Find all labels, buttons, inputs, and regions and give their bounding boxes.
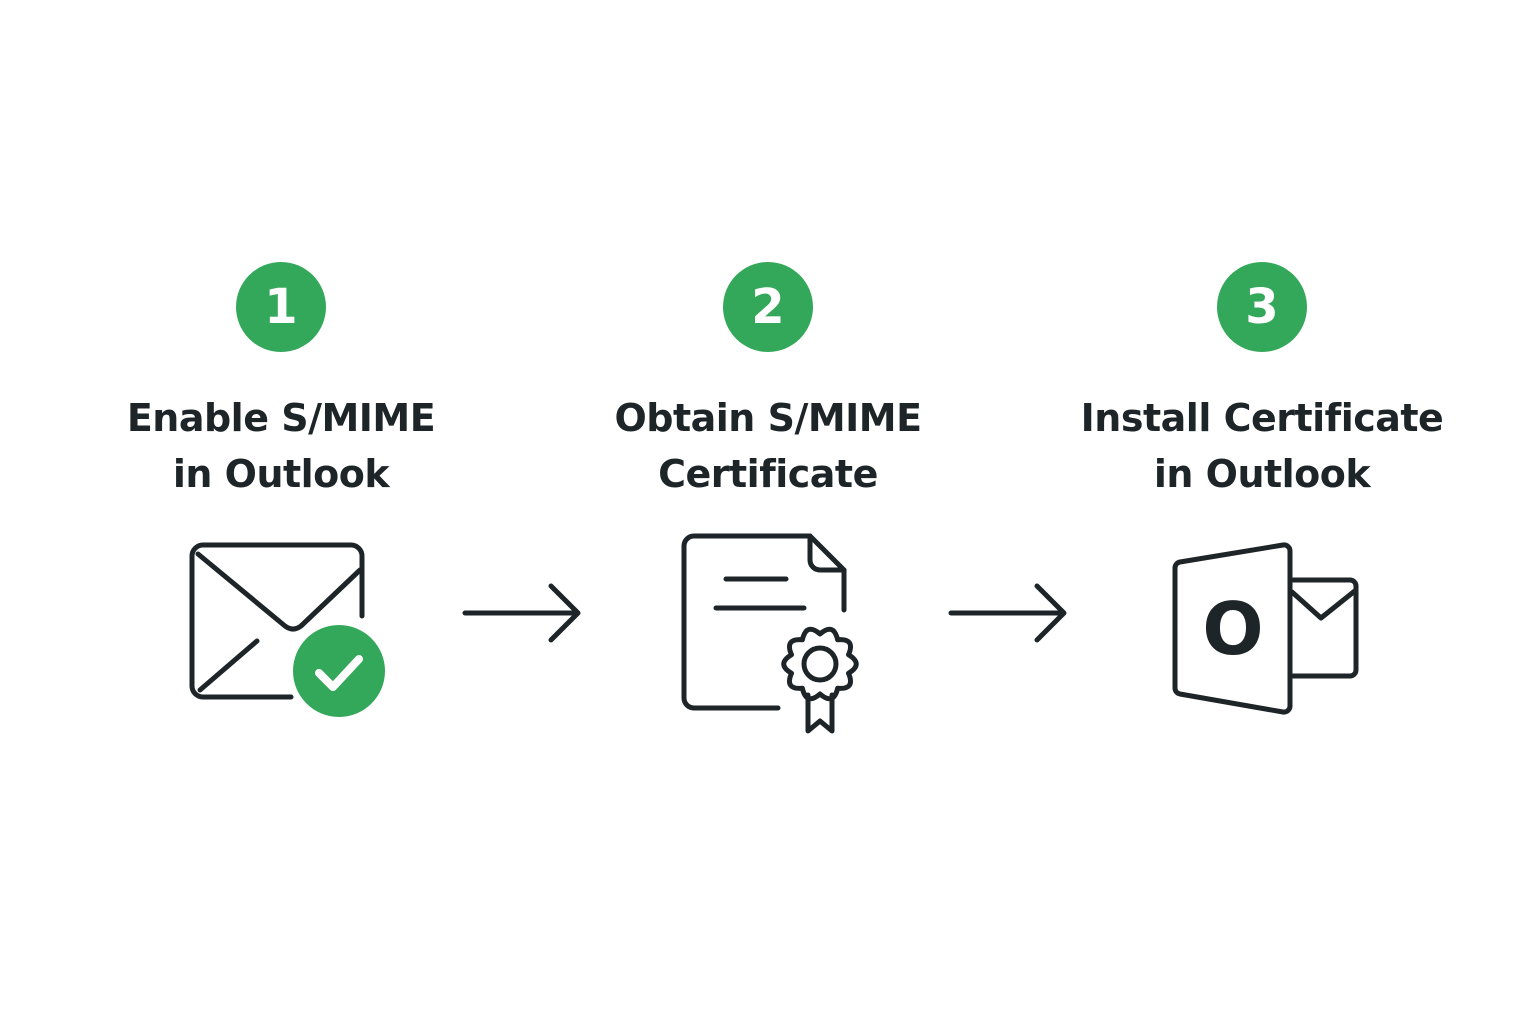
step-1: 1 Enable S/MIME in Outlook (71, 262, 491, 502)
step-number-badge: 3 (1217, 262, 1307, 352)
certificate-document-icon (648, 530, 888, 750)
step-title-line: Certificate (658, 452, 878, 496)
outlook-letter: O (1202, 587, 1263, 671)
step-title: Obtain S/MIME Certificate (558, 390, 978, 502)
envelope-check-icon (161, 530, 401, 750)
step-title: Install Certificate in Outlook (1052, 390, 1472, 502)
step-title-line: Enable S/MIME (126, 396, 436, 440)
arrow-right-icon (946, 580, 1070, 646)
step-title-line: in Outlook (1153, 452, 1371, 496)
step-title-line: Obtain S/MIME (614, 396, 922, 440)
step-3: 3 Install Certificate in Outlook (1052, 262, 1472, 502)
step-2: 2 Obtain S/MIME Certificate (558, 262, 978, 502)
step-title: Enable S/MIME in Outlook (71, 390, 491, 502)
arrow-right-icon (460, 580, 584, 646)
step-title-line: Install Certificate (1080, 396, 1444, 440)
outlook-app-icon: O (1142, 530, 1382, 750)
step-number-badge: 2 (723, 262, 813, 352)
step-title-line: in Outlook (172, 452, 390, 496)
step-number-badge: 1 (236, 262, 326, 352)
